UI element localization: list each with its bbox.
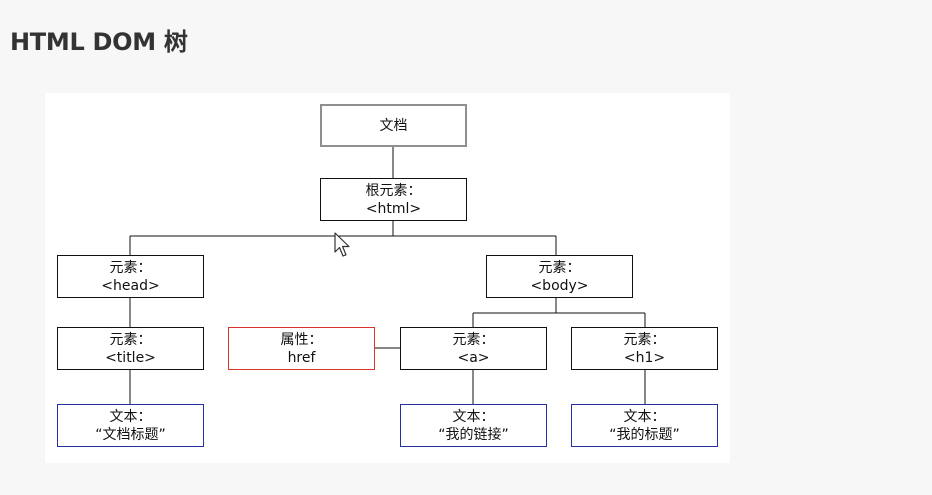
node-body-label: 元素：	[538, 259, 581, 276]
node-a-tag: <a>	[457, 349, 490, 366]
node-text-h1: 文本： “我的标题”	[571, 404, 718, 447]
mouse-cursor-icon	[334, 232, 350, 257]
node-text-link: 文本： “我的链接”	[400, 404, 547, 447]
node-attribute-name: href	[287, 349, 316, 366]
node-root-tag: <html>	[365, 200, 422, 217]
node-attribute-href: 属性： href	[228, 327, 375, 370]
node-document-label: 文档	[379, 117, 408, 134]
node-root-label: 根元素：	[365, 182, 422, 199]
node-body-element: 元素： <body>	[486, 255, 633, 298]
node-text-title-value: “文档标题”	[95, 426, 166, 443]
node-h1-element: 元素： <h1>	[571, 327, 718, 370]
node-text-title: 文本： “文档标题”	[57, 404, 204, 447]
node-text-link-label: 文本：	[452, 408, 495, 425]
node-a-element: 元素： <a>	[400, 327, 547, 370]
node-title-element: 元素： <title>	[57, 327, 204, 370]
node-head-label: 元素：	[109, 259, 152, 276]
node-text-title-label: 文本：	[109, 408, 152, 425]
node-document: 文档	[320, 104, 467, 147]
node-text-h1-value: “我的标题”	[609, 426, 680, 443]
node-attribute-label: 属性：	[280, 331, 323, 348]
node-head-tag: <head>	[101, 277, 160, 294]
node-root-element: 根元素： <html>	[320, 178, 467, 221]
node-title-label: 元素：	[109, 331, 152, 348]
node-text-link-value: “我的链接”	[438, 426, 509, 443]
node-text-h1-label: 文本：	[623, 408, 666, 425]
node-head-element: 元素： <head>	[57, 255, 204, 298]
node-body-tag: <body>	[530, 277, 589, 294]
node-h1-tag: <h1>	[623, 349, 666, 366]
node-h1-label: 元素：	[623, 331, 666, 348]
node-a-label: 元素：	[452, 331, 495, 348]
node-title-tag: <title>	[105, 349, 156, 366]
page-title: HTML DOM 树	[10, 28, 188, 56]
